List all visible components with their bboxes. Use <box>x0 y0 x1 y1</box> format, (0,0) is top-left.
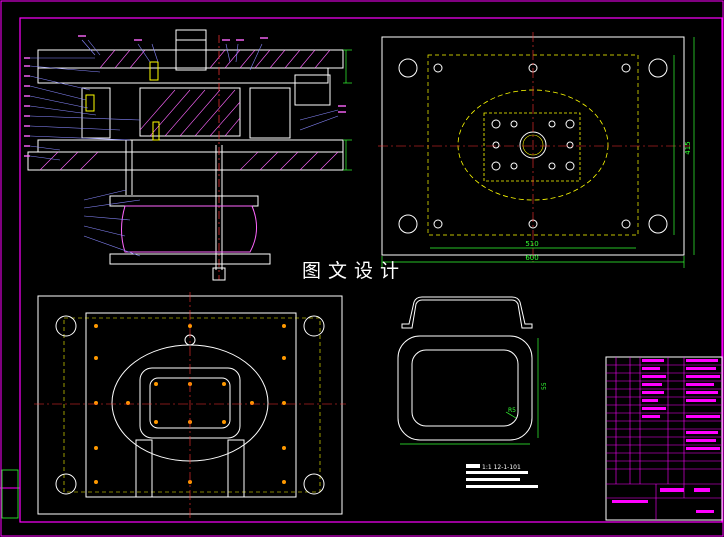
part-height-dimension: 55 <box>541 382 548 390</box>
part-views: 55 R5 <box>397 296 548 445</box>
die-bottom-view <box>34 292 346 518</box>
plan-inner-dimension: 510 <box>525 240 538 248</box>
die-plan-view: 600 510 415 <box>378 32 695 268</box>
scale-note: 1:1 12-1-101 <box>482 464 521 471</box>
technical-notes: 1:1 12-1-101 <box>466 464 538 488</box>
part-radius-dimension: R5 <box>508 407 516 414</box>
title-block <box>605 356 723 521</box>
drawing-frame <box>19 17 723 523</box>
plan-width-dimension: 600 <box>525 254 538 262</box>
plan-height-dimension: 415 <box>684 141 692 154</box>
watermark-text: 图文设计 <box>302 260 407 282</box>
die-section-view <box>24 29 352 281</box>
